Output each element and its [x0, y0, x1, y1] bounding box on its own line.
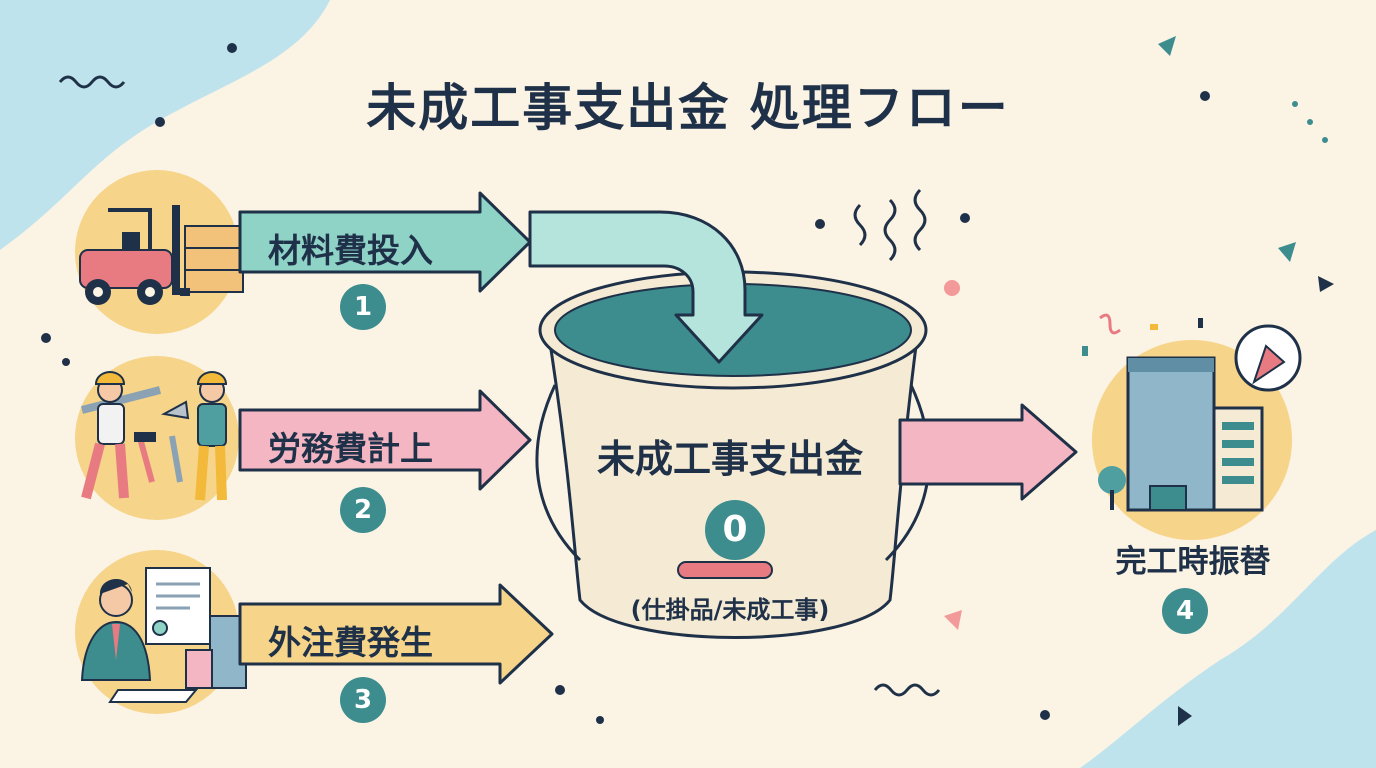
step-badge-4: 4: [1162, 588, 1208, 634]
dot-decoration: [1040, 710, 1050, 720]
input-label-outsourcing: 外注費発生: [268, 623, 433, 662]
dot-decoration: [596, 716, 604, 724]
squiggle-decoration: [873, 683, 941, 697]
dot-decoration: [960, 213, 970, 223]
output-label-transfer: 完工時振替: [1115, 544, 1271, 580]
material-cost-arrow: [238, 191, 532, 293]
completed-building-icon: [1082, 313, 1302, 512]
dot-decoration: [41, 333, 51, 343]
squiggle-decoration: [883, 198, 897, 262]
step-badge-2: 2: [340, 487, 386, 533]
triangle-decoration: [1318, 276, 1334, 292]
transfer-arrow: [898, 403, 1078, 501]
dot-decoration: [1307, 119, 1313, 125]
squiggle-decoration: [913, 188, 927, 252]
dot-decoration: [1292, 101, 1298, 107]
triangle-decoration: [1158, 36, 1176, 56]
input-label-material: 材料費投入: [268, 231, 433, 270]
step-badge-1: 1: [340, 284, 386, 330]
dot-decoration: [1200, 91, 1210, 101]
dot-decoration: [815, 219, 825, 229]
bucket-label: 未成工事支出金: [596, 437, 863, 481]
step-badge-3: 3: [340, 677, 386, 723]
contract-signing-icon: [80, 567, 247, 703]
dot-decoration: [1322, 137, 1328, 143]
input-label-labor: 労務費計上: [268, 429, 433, 468]
dot-decoration: [155, 117, 165, 127]
background-blob-bottom-right: [1080, 530, 1376, 768]
triangle-decoration: [944, 610, 962, 630]
outsourcing-cost-arrow: [238, 583, 554, 685]
dot-decoration: [555, 685, 565, 695]
pour-arrow: [528, 210, 764, 364]
background-blob-top-left: [0, 0, 330, 250]
triangle-decoration: [1178, 706, 1192, 726]
dot-decoration: [944, 280, 960, 296]
bucket-handle-bar: [677, 561, 773, 579]
dot-decoration: [62, 358, 70, 366]
squiggle-decoration: [58, 75, 126, 89]
diagram-title: 未成工事支出金 処理フロー: [366, 79, 1010, 137]
bucket-balance-badge: 0: [705, 500, 765, 560]
dot-decoration: [227, 43, 237, 53]
triangle-decoration: [1278, 242, 1296, 262]
construction-workers-icon: [81, 371, 228, 501]
labor-cost-arrow: [238, 389, 532, 491]
bucket-sub-label: (仕掛品/未成工事): [630, 596, 830, 624]
forklift-icon: [79, 205, 244, 305]
squiggle-decoration: [853, 203, 867, 247]
